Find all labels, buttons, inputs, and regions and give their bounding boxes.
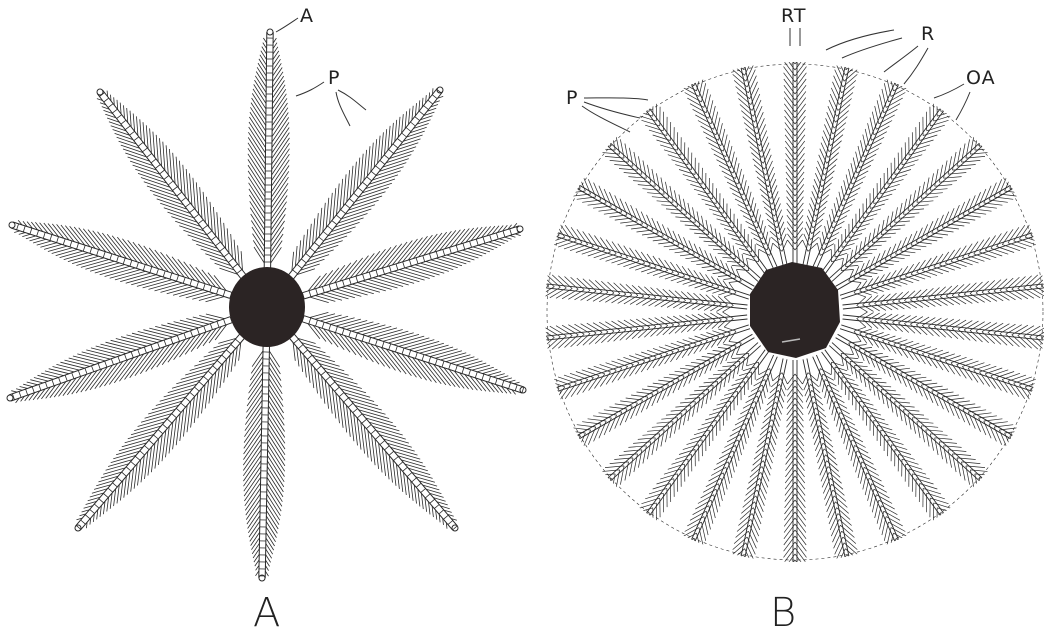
figure-b-central-disc bbox=[750, 262, 840, 358]
label-a-arm-tip: A bbox=[300, 5, 314, 27]
figure-b-branch bbox=[836, 334, 1030, 454]
figure-b-branch bbox=[843, 312, 1044, 351]
figure-a-arm bbox=[302, 312, 526, 394]
figure-a-arm bbox=[302, 223, 523, 302]
label-b-r: R bbox=[921, 23, 935, 45]
crinoid-figure-b: P RT R OA B bbox=[531, 5, 1044, 635]
figure-b-branch bbox=[630, 91, 768, 274]
figure-a-arm bbox=[289, 334, 458, 531]
figure-b-caption: B bbox=[770, 590, 796, 635]
label-b-oa: OA bbox=[966, 67, 996, 89]
figure-b-branch bbox=[630, 350, 768, 533]
figure-a-arm bbox=[248, 29, 290, 269]
figure-b-branch bbox=[783, 360, 807, 576]
figure-a-arm bbox=[97, 89, 246, 279]
figure-b-branch bbox=[822, 350, 960, 533]
label-a-pinnule: P bbox=[328, 67, 340, 89]
figure-b-branch bbox=[560, 170, 754, 290]
label-b-pinnule: P bbox=[566, 87, 578, 109]
figure-b-branch bbox=[843, 273, 1044, 312]
figure-a-central-disc bbox=[229, 267, 305, 347]
figure-a-arm bbox=[243, 345, 285, 581]
label-b-rt: RT bbox=[781, 5, 806, 27]
figure-b-branch bbox=[836, 170, 1030, 290]
figure-b-branch bbox=[822, 91, 960, 274]
figure-a-caption: A bbox=[253, 590, 280, 635]
crinoid-figure-a: A P A bbox=[7, 5, 526, 635]
figure-b-branch bbox=[783, 48, 807, 264]
figure-a-leader-lines bbox=[276, 18, 366, 126]
figure-b-branch bbox=[560, 334, 754, 454]
figure-a-arm bbox=[7, 314, 232, 403]
